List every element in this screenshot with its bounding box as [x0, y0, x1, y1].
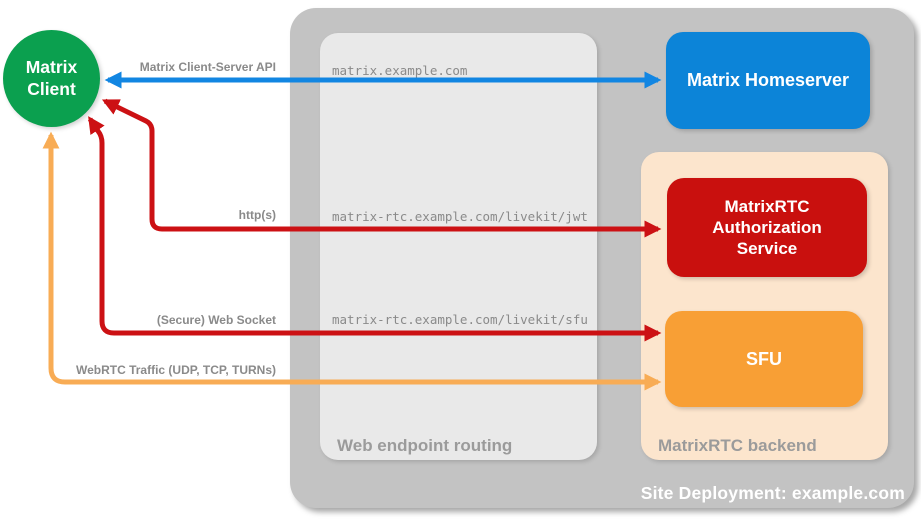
endpoint-livekit-sfu: matrix-rtc.example.com/livekit/sfu	[332, 312, 588, 327]
sfu-node: SFU	[665, 311, 863, 407]
web-endpoint-routing-label: Web endpoint routing	[337, 436, 513, 455]
matrix-homeserver-node: Matrix Homeserver	[666, 32, 870, 129]
endpoint-matrix-example: matrix.example.com	[332, 63, 468, 78]
endpoint-livekit-jwt: matrix-rtc.example.com/livekit/jwt	[332, 209, 588, 224]
edge-label-webrtc-traffic: WebRTC Traffic (UDP, TCP, TURNs)	[75, 363, 276, 377]
edge-label-secure-web-socket: (Secure) Web Socket	[156, 313, 276, 327]
web-endpoint-routing-container	[320, 33, 597, 460]
matrixrtc-backend-label: MatrixRTC backend	[658, 436, 817, 455]
matrixrtc-authorization-service-node: MatrixRTC Authorization Service	[667, 178, 867, 277]
edge-label-client-server-api: Matrix Client-Server API	[139, 60, 276, 74]
edge-label-https: http(s)	[238, 208, 276, 222]
matrix-client-node: Matrix Client	[3, 30, 100, 127]
site-deployment-label: Site Deployment: example.com	[640, 483, 905, 503]
